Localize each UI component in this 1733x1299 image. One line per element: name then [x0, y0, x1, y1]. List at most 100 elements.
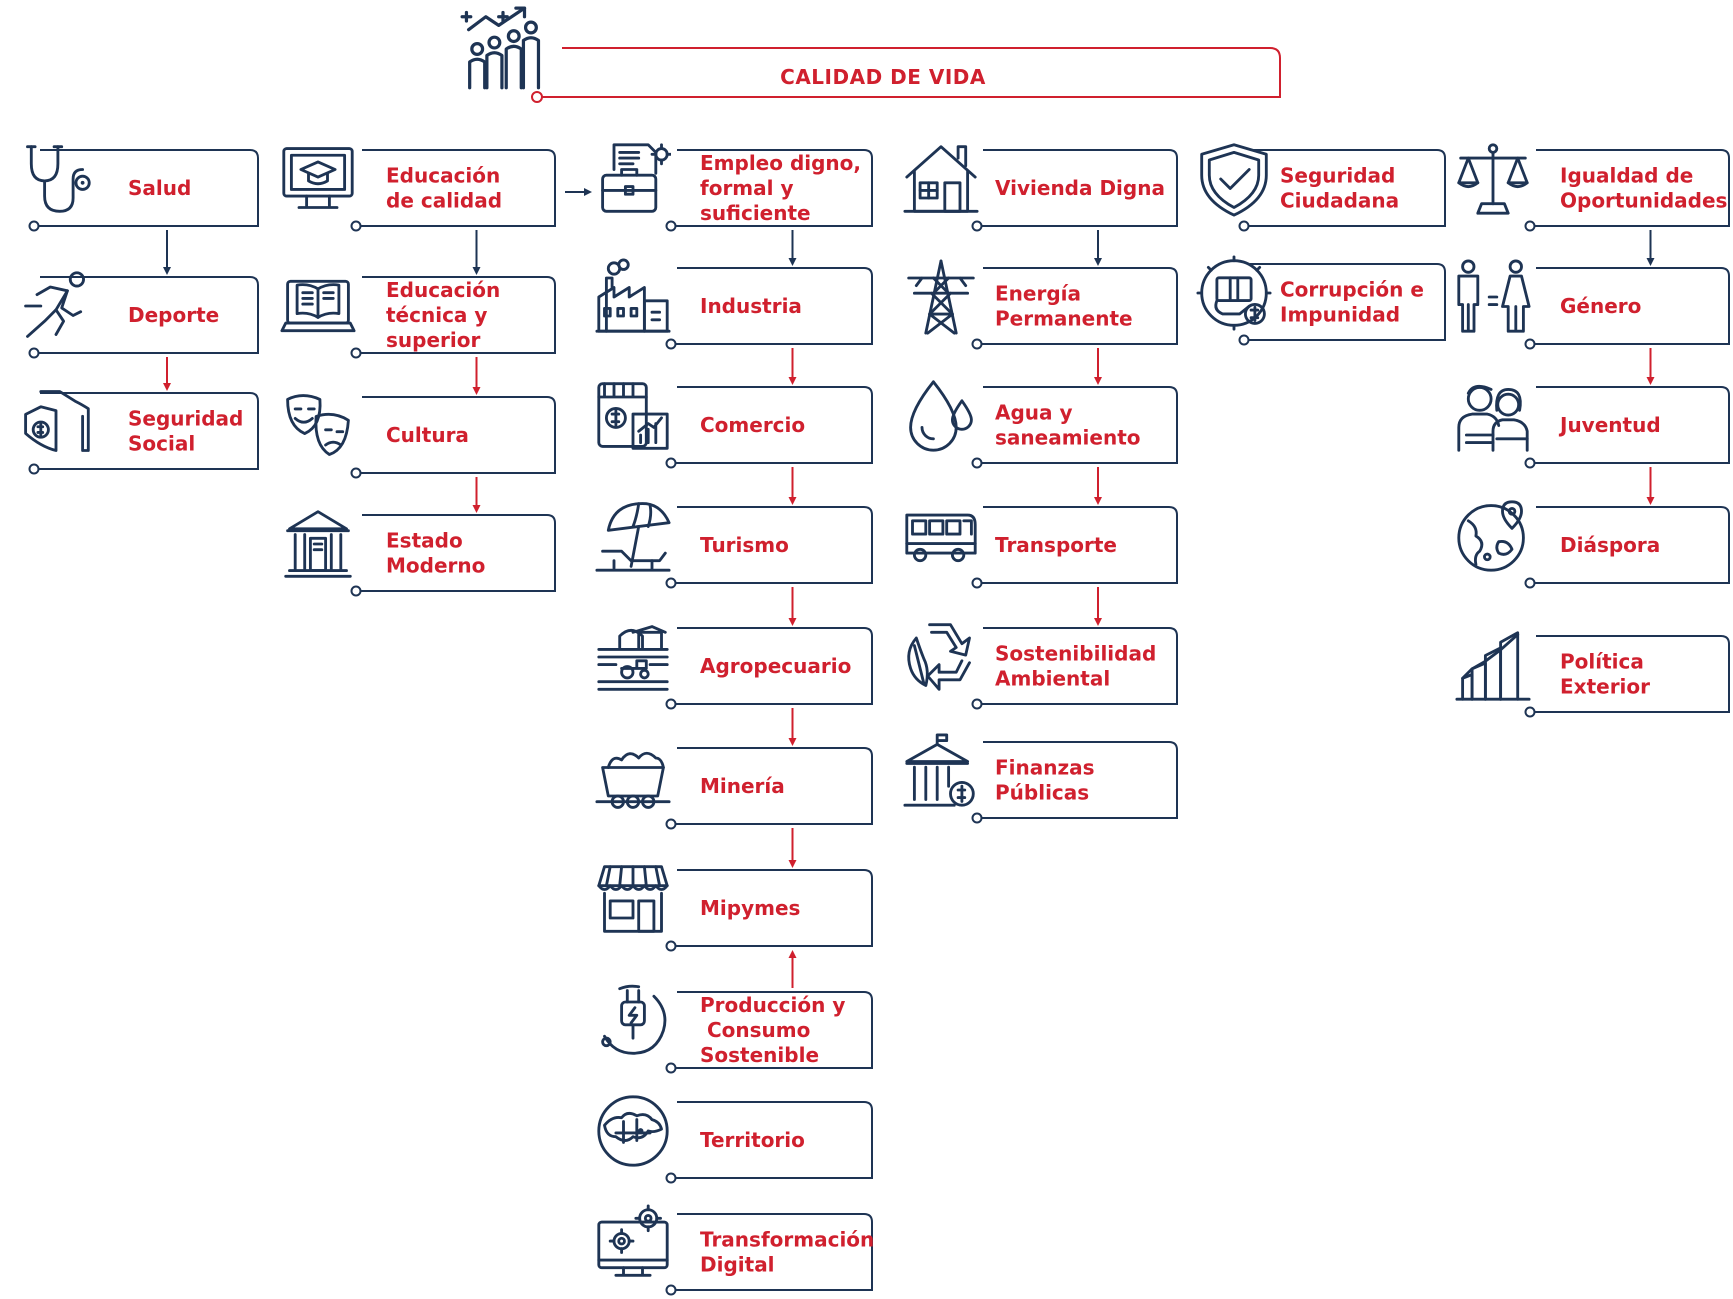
node-label-line: Corrupción e: [1280, 278, 1424, 302]
node-label: Industria: [700, 294, 802, 318]
node-label-line: Digital: [700, 1253, 775, 1277]
node-mipymes: Mipymes: [597, 865, 873, 952]
node-frame: [1248, 263, 1446, 341]
node-turismo: Turismo: [595, 502, 873, 589]
node-frame: [1534, 506, 1730, 584]
node-mineria: Minería: [595, 747, 873, 830]
node-label-line: Cultura: [386, 423, 469, 447]
stethoscope-icon: [26, 145, 91, 213]
node-frame: [675, 1101, 873, 1179]
bus-icon: [905, 513, 977, 563]
node-label-line: Finanzas: [995, 756, 1095, 780]
node-label-line: superior: [386, 328, 480, 352]
water-drop-icon: [909, 380, 973, 452]
recycle-icon: [907, 623, 971, 691]
node-frame: [38, 149, 259, 227]
energy-plug-icon: [601, 984, 667, 1055]
node-label: Diáspora: [1560, 533, 1660, 557]
frame-anchor-dot: [1238, 220, 1250, 232]
balance-scale-icon: [1457, 143, 1529, 215]
frame-anchor-dot: [665, 698, 677, 710]
node-label-line: Turismo: [700, 533, 789, 557]
frame-anchor-dot: [971, 812, 983, 824]
node-label: Mipymes: [700, 896, 800, 920]
house-icon: [903, 145, 979, 213]
node-label: Juventud: [1558, 413, 1661, 437]
node-salud: Salud: [26, 145, 259, 232]
frame-anchor-dot: [665, 457, 677, 469]
mine-cart-icon: [595, 751, 671, 809]
node-frame: [675, 869, 873, 947]
node-frame: [675, 506, 873, 584]
node-label-line: Industria: [700, 294, 802, 318]
node-label-line: Agropecuario: [700, 654, 851, 678]
node-label-line: Oportunidades: [1560, 189, 1727, 213]
node-label-line: Ciudadana: [1280, 189, 1399, 213]
frame-anchor-dot: [971, 457, 983, 469]
node-label-line: Salud: [128, 176, 191, 200]
node-frame: [675, 386, 873, 464]
node-frame: [360, 396, 556, 474]
node-comercio: Comercio: [597, 382, 873, 469]
node-label-line: Consumo: [700, 1018, 810, 1042]
globe-pin-icon: [1457, 500, 1525, 572]
frame-anchor-dot: [1524, 457, 1536, 469]
briefcase-document-icon: [601, 143, 671, 213]
node-label-line: Comercio: [700, 413, 805, 437]
node-label-line: Públicas: [995, 781, 1089, 805]
node-label-line: Impunidad: [1280, 303, 1400, 327]
node-frame: [675, 149, 873, 227]
frame-anchor-dot: [1238, 334, 1250, 346]
node-genero: Género: [1457, 259, 1730, 350]
node-frame: [1534, 635, 1730, 713]
frame-anchor-dot: [350, 220, 362, 232]
node-label-line: Social: [128, 432, 195, 456]
frame-anchor-dot: [971, 698, 983, 710]
node-label-line: Producción y: [700, 993, 845, 1017]
node-label: Territorio: [700, 1128, 805, 1152]
people-growth-icon: [460, 6, 541, 90]
node-label: Género: [1560, 294, 1641, 318]
power-tower-icon: [907, 259, 975, 335]
young-people-icon: [1457, 384, 1529, 452]
frame-anchor-dot: [1524, 706, 1536, 718]
node-label-line: técnica y: [386, 303, 487, 327]
node-label-line: Territorio: [700, 1128, 805, 1152]
frame-anchor-dot: [665, 1062, 677, 1074]
node-territorio: Territorio: [597, 1095, 873, 1184]
node-frame: [360, 149, 556, 227]
node-transporte: Transporte: [905, 506, 1178, 589]
small-shop-icon: [597, 865, 669, 933]
node-frame: [981, 627, 1178, 705]
bank-money-icon: [903, 733, 975, 807]
frame-anchor-dot: [665, 338, 677, 350]
frame-anchor-dot: [665, 940, 677, 952]
frame-anchor-dot: [350, 585, 362, 597]
node-label-line: saneamiento: [995, 426, 1141, 450]
node-label-line: Sostenible: [700, 1043, 819, 1067]
node-label-line: Vivienda Digna: [995, 176, 1165, 200]
node-vivienda: Vivienda Digna: [903, 145, 1178, 232]
node-frame: [1534, 267, 1730, 345]
node-label: Transporte: [995, 533, 1117, 557]
frame-anchor-dot: [1524, 338, 1536, 350]
node-agropecuario: Agropecuario: [597, 625, 873, 710]
node-frame: [675, 267, 873, 345]
bribe-hand-icon: [1196, 255, 1272, 331]
node-frame: [981, 149, 1178, 227]
node-frame: [675, 991, 873, 1069]
laptop-book-icon: [280, 279, 356, 333]
